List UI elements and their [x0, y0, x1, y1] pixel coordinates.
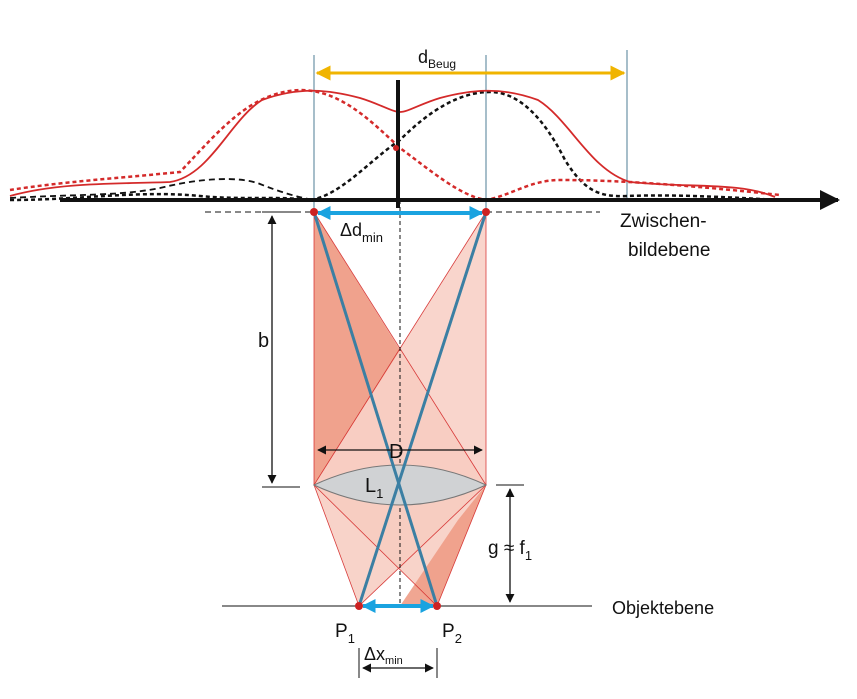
p1-label: P1 — [335, 621, 355, 646]
intermediate-plane-label: Zwischen- bildebene — [620, 211, 712, 261]
diffraction-left-black — [9, 178, 315, 201]
image-point-2 — [482, 208, 490, 216]
diffraction-left-red — [9, 88, 781, 202]
D-label: D — [389, 441, 403, 463]
delta-x-min-label: Δxmin — [364, 644, 403, 667]
g-label: g ≈ f1 — [488, 538, 532, 563]
b-label: b — [258, 330, 269, 352]
cone-lower-dark — [400, 485, 486, 606]
object-plane-label: Objektebene — [612, 598, 714, 618]
diffraction-profiles — [9, 88, 781, 202]
reference-lines — [313, 50, 628, 212]
principal-rays — [312, 210, 488, 608]
object-point-p1 — [355, 602, 363, 610]
crossing-point — [393, 145, 399, 151]
delta-d-min-label: Δdmin — [340, 220, 383, 245]
p2-label: P2 — [442, 621, 462, 646]
center-marker-bar — [396, 80, 400, 208]
object-point-p2 — [433, 602, 441, 610]
lens-label: L1 — [365, 475, 383, 501]
d-beug-label: dBeug — [418, 47, 456, 71]
image-point-1 — [310, 208, 318, 216]
diffraction-right-black — [9, 90, 781, 202]
